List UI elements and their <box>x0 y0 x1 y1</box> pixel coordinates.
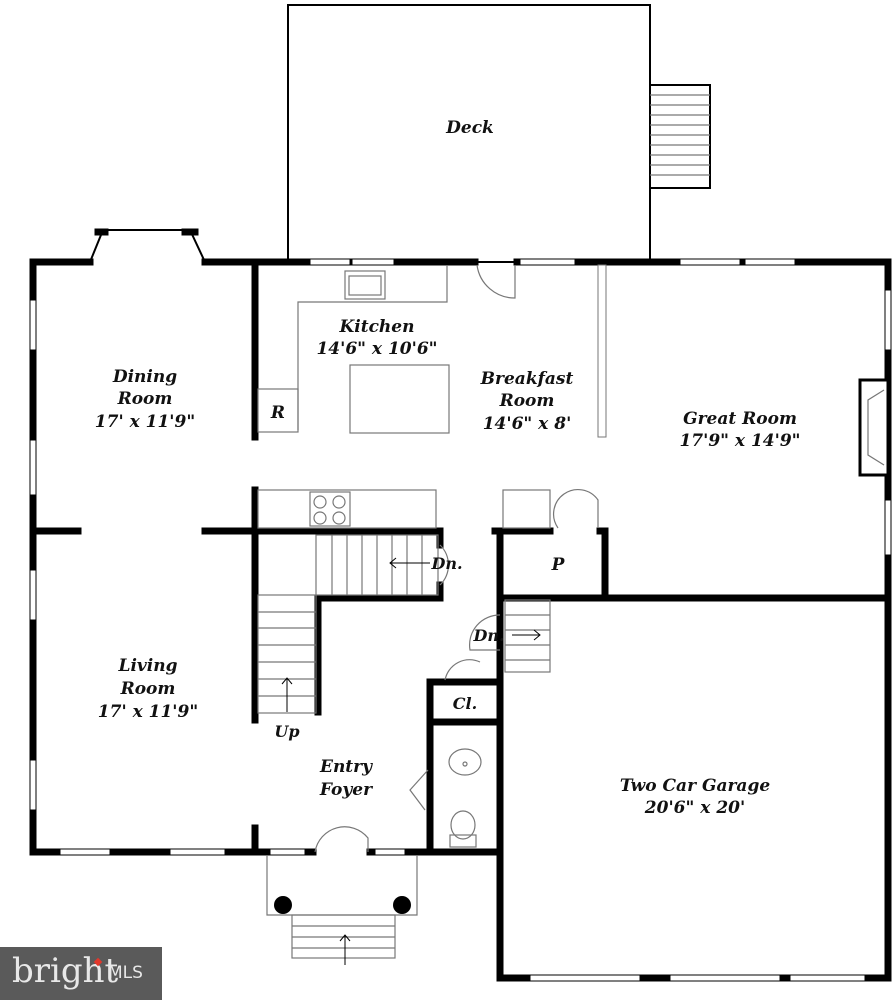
great-room-size: 17'9" x 14'9" <box>679 431 800 451</box>
refrigerator <box>257 388 299 433</box>
cooktop <box>309 491 351 527</box>
living-size: 17' x 11'9" <box>98 702 198 722</box>
stairs-up <box>257 594 317 714</box>
windows <box>29 258 892 982</box>
kitchen-fixtures <box>257 265 551 529</box>
breakfast-size: 14'6" x 8' <box>483 414 572 434</box>
logo-suffix: MLS <box>108 963 143 983</box>
dining-size: 17' x 11'9" <box>95 412 195 432</box>
garage-size: 20'6" x 20' <box>644 798 745 818</box>
exterior-walls <box>29 228 892 982</box>
fireplace <box>858 378 890 477</box>
doors <box>314 264 599 853</box>
foyer-label-1: Entry <box>319 757 373 777</box>
garage-stairs-down-label: Dn. <box>472 626 504 645</box>
sink <box>344 270 386 300</box>
breakfast-label-1: Breakfast <box>480 369 574 389</box>
garage-label: Two Car Garage <box>620 776 770 796</box>
kitchen-island <box>349 364 450 434</box>
deck-label: Deck <box>445 118 494 138</box>
bright-mls-logo: bright MLS <box>0 947 162 1000</box>
counter <box>257 489 437 529</box>
living-label-1: Living <box>118 656 178 676</box>
stairs-down-label: Dn. <box>430 554 462 573</box>
dining-label-1: Dining <box>112 367 177 387</box>
refrigerator-label: R <box>270 403 285 423</box>
great-room-label: Great Room <box>683 409 797 429</box>
stairs-up-label: Up <box>274 722 299 741</box>
deck-stairs <box>649 84 711 189</box>
logo-word: bright <box>12 951 119 991</box>
stairs-down-garage <box>504 599 551 673</box>
bath-fixtures <box>448 748 482 848</box>
closet-label: Cl. <box>453 694 477 713</box>
interior-walls <box>29 264 892 856</box>
pantry-label: P <box>551 555 566 575</box>
living-label-2: Room <box>120 679 176 699</box>
stairs-down-kitchen <box>315 534 439 596</box>
kitchen-label: Kitchen <box>339 317 415 337</box>
front-porch <box>266 855 418 965</box>
breakfast-label-2: Room <box>499 391 555 411</box>
dining-label-2: Room <box>117 389 173 409</box>
foyer-label-2: Foyer <box>319 780 373 800</box>
kitchen-size: 14'6" x 10'6" <box>316 339 437 359</box>
